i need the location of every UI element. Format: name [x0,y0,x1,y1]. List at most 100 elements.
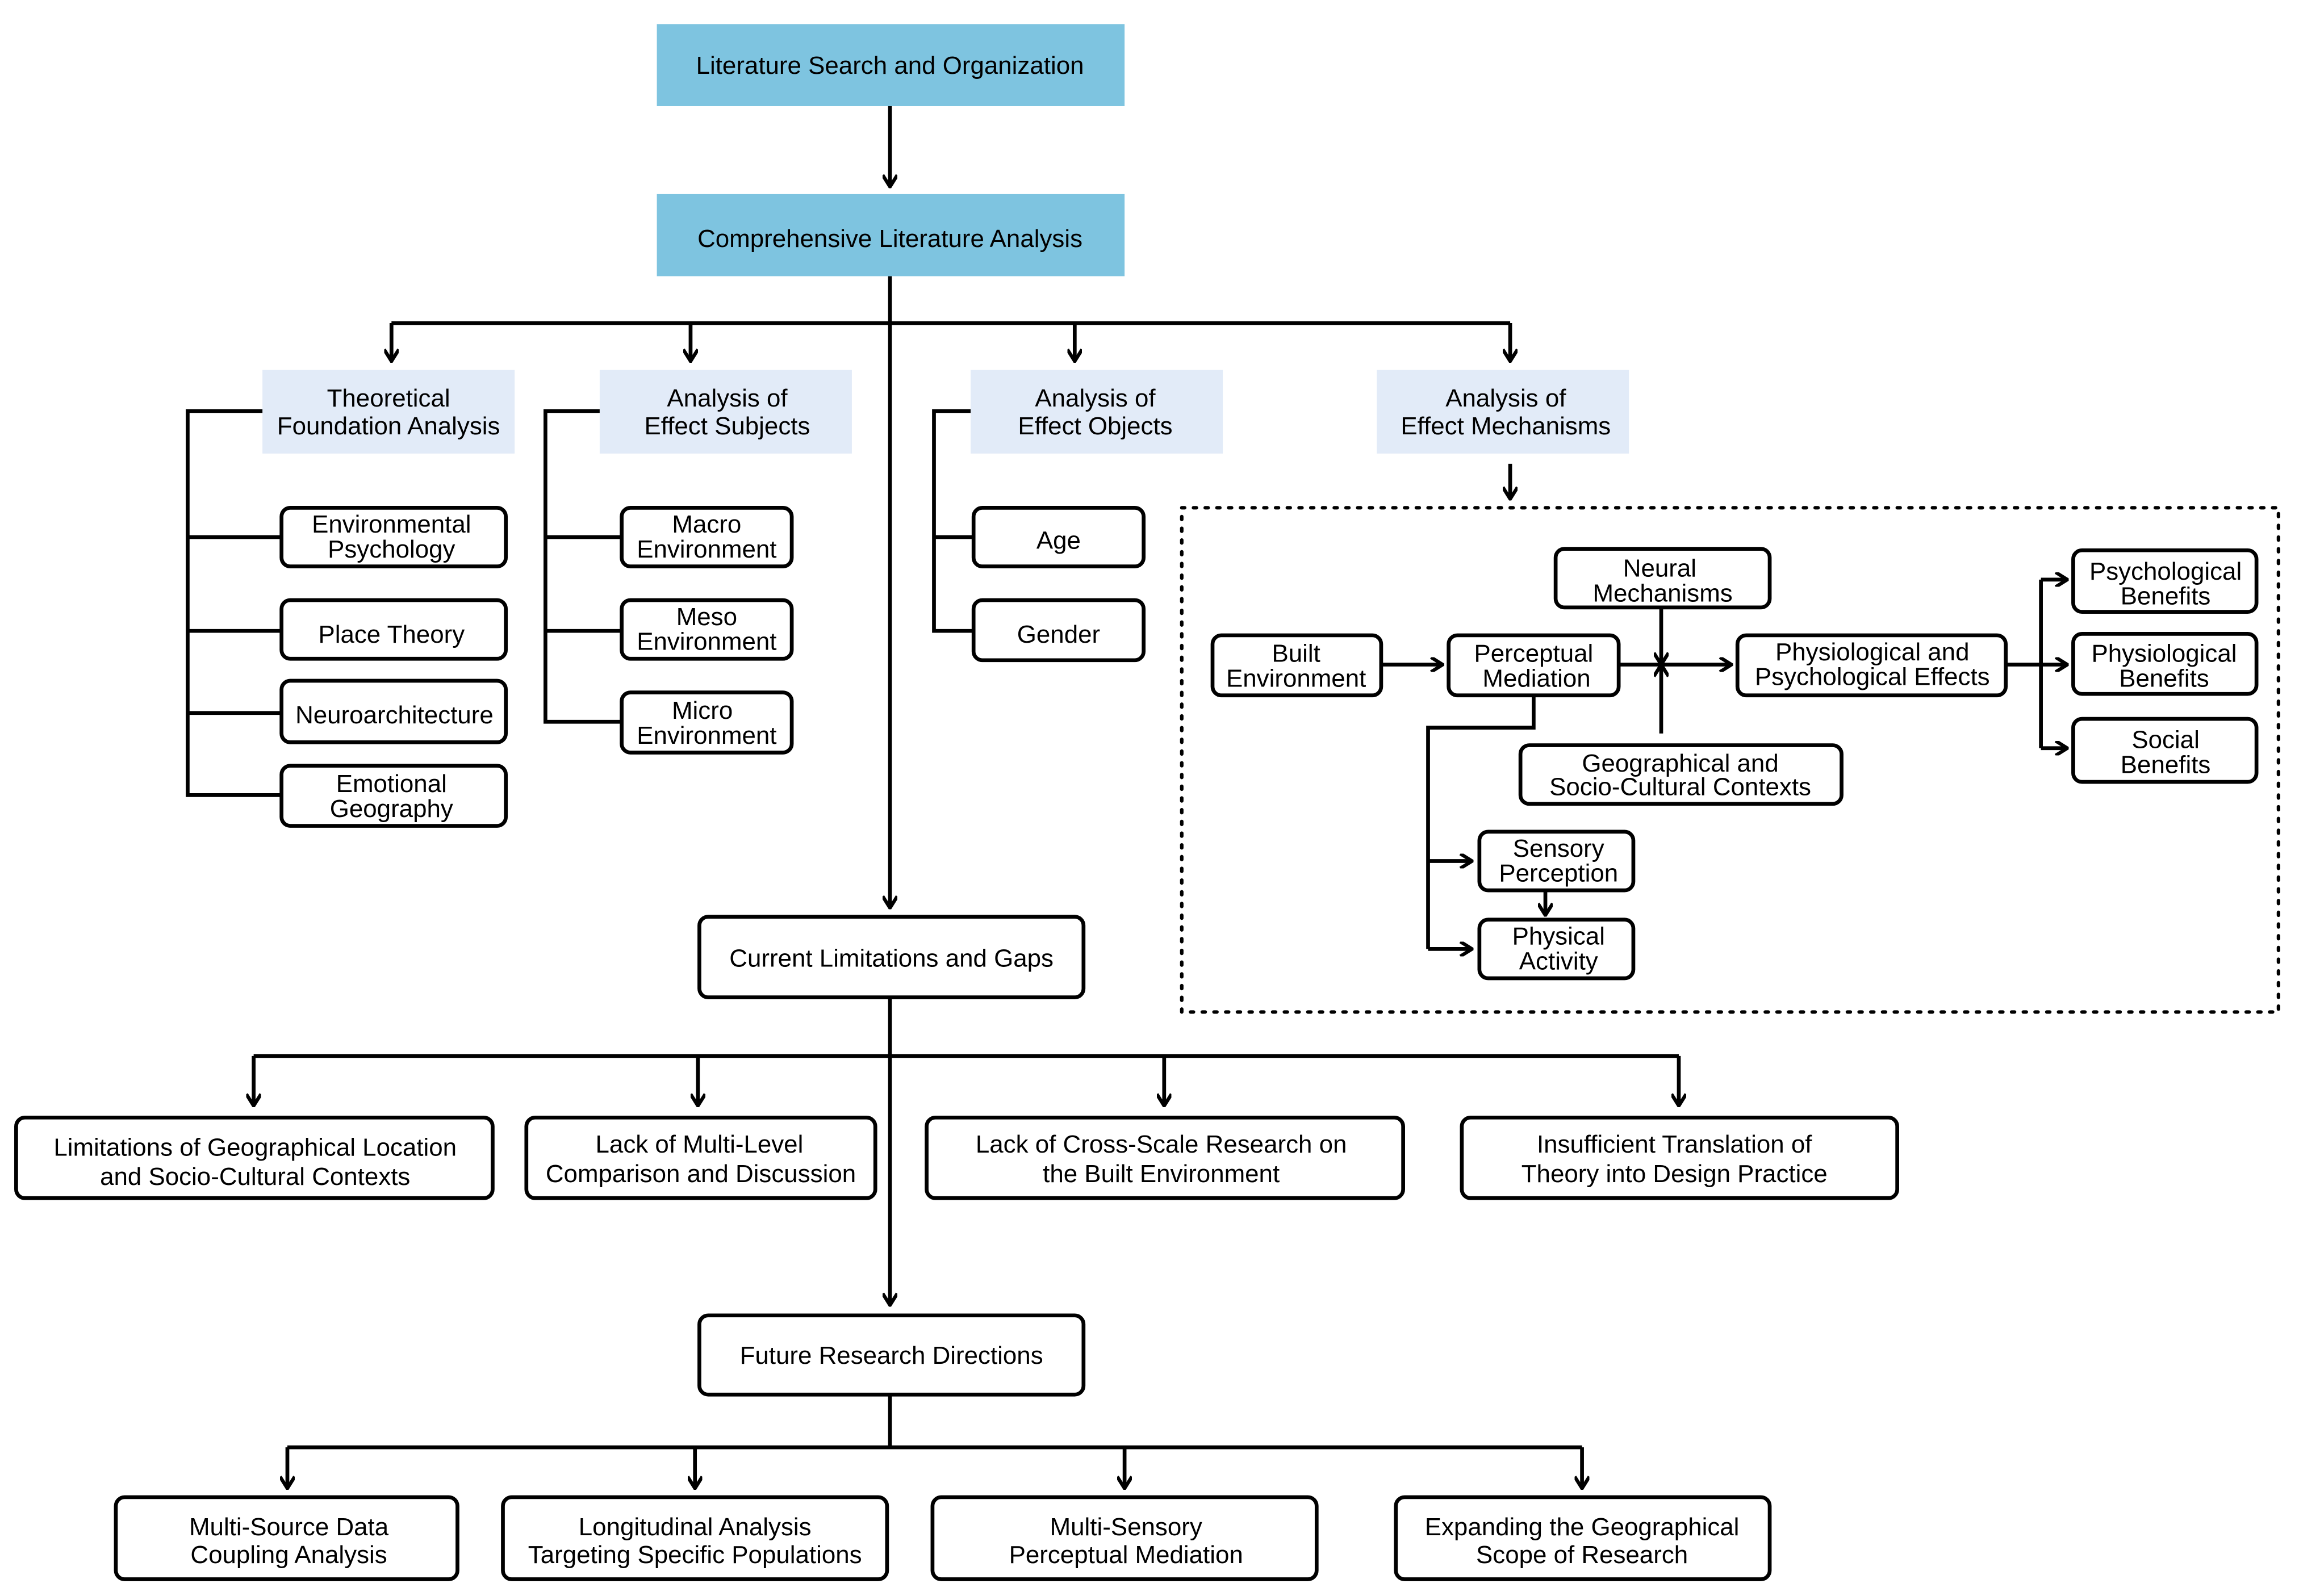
current-limitations-box: Current Limitations and Gaps [697,915,1086,999]
label-text: Theoretical [327,384,450,412]
svg-text:Foundation Analysis: Foundation Analysis [277,412,500,440]
label-text: Benefits [2121,751,2211,779]
label-text: Meso [676,603,737,631]
subject-item-macro: Macro Environment [620,505,794,568]
label-text: and Socio-Cultural Contexts [100,1163,410,1191]
future-longitudinal: Longitudinal Analysis Targeting Specific… [501,1495,889,1581]
label-text: Perception [1499,860,1618,887]
label-text: Environment [637,628,776,656]
physical-activity-box: Physical Activity [1477,918,1636,981]
geographical-sociocultural-context-box: Geographical and Socio-Cultural Contexts [1518,743,1844,806]
label-text: Targeting Specific Populations [528,1541,862,1569]
label-text: Analysis of [667,384,788,412]
label-text: Environment [637,535,776,563]
future-geographical-scope: Expanding the Geographical Scope of Rese… [1394,1495,1772,1581]
theory-item-emotional-geography: Emotional Geography [279,764,508,828]
label-text: Literature Search and Organization [696,52,1084,79]
label-text: Analysis of [1445,384,1566,412]
subject-item-meso: Meso Environment [620,598,794,661]
label-text: Multi-Source Data [189,1513,389,1541]
label-text: Physiological and [1775,638,1969,666]
built-environment-box: Built Environment [1210,633,1383,698]
label-text: Comprehensive Literature Analysis [697,225,1082,253]
sensory-perception-box: Sensory Perception [1477,830,1636,893]
label-text: Coupling Analysis [190,1541,387,1569]
label-text: Effect Mechanisms [1401,412,1611,440]
label-text: Physiological [2091,639,2237,667]
label-text: Physical [1512,923,1605,950]
label-text: Geographical and [1582,749,1778,777]
label-text: Macro [672,510,741,538]
label-text: Neural [1623,555,1696,583]
label-text: the Built Environment [1043,1160,1280,1188]
future-directions-box: Future Research Directions [697,1313,1086,1397]
label-text: Effect Subjects [645,412,810,440]
label-text: Insufficient Translation of [1537,1130,1812,1158]
label-text: Micro [672,697,733,724]
label-text: Theory into Design Practice [1521,1160,1828,1188]
label-text: Emotional [336,770,447,798]
label-text: Perceptual Mediation [1009,1541,1243,1569]
connector-line [1426,695,1536,949]
theory-item-place-theory: Place Theory [279,598,508,661]
connector-line [544,409,622,724]
neural-mechanisms-box: Neural Mechanisms [1553,547,1772,610]
theory-item-environmental-psychology: Environmental Psychology [279,505,508,568]
future-multi-source: Multi-Source Data Coupling Analysis [114,1495,459,1581]
label-text: Mediation [1482,664,1590,692]
label-text: Benefits [2119,664,2209,692]
label-text: Place Theory [318,621,465,648]
mechanisms-dotted-frame [1180,506,2280,1014]
svg-text:Theoretical: Theoretical [327,384,450,412]
label-text: Mechanisms [1592,580,1732,608]
label-text: Socio-Cultural Contexts [1549,773,1811,801]
label-text: Future Research Directions [740,1342,1043,1369]
label-text: Neuroarchitecture [295,701,494,729]
social-benefits-box: Social Benefits [2071,717,2259,784]
label-text: Sensory [1513,835,1604,862]
subject-item-micro: Micro Environment [620,690,794,755]
label-text: Lack of Cross-Scale Research on [976,1130,1347,1158]
literature-search-box: Literature Search and Organization [657,24,1125,106]
label-text: Gender [1017,621,1100,648]
label-text: Comparison and Discussion [546,1160,856,1188]
label-text: Foundation Analysis [277,412,500,440]
future-multi-sensory: Multi-Sensory Perceptual Mediation [930,1495,1319,1581]
label-text: Geography [330,795,453,823]
label-text: Longitudinal Analysis [579,1513,812,1541]
limitation-translation: Insufficient Translation of Theory into … [1460,1115,1899,1200]
psychological-benefits-box: Psychological Benefits [2071,548,2259,614]
label-text: Effect Objects [1018,412,1172,440]
label-text: Environment [637,722,776,749]
connector-line [186,409,282,797]
object-item-age: Age [971,505,1146,568]
physiological-benefits-box: Physiological Benefits [2071,632,2259,696]
limitation-multi-level: Lack of Multi-Level Comparison and Discu… [524,1115,877,1200]
label-text: Perceptual [1474,639,1594,667]
label-text: Limitations of Geographical Location [53,1133,457,1161]
label-text: Analysis of [1035,384,1156,412]
label-text: Activity [1519,948,1598,975]
label-text: Lack of Multi-Level [596,1130,804,1158]
label-text: Scope of Research [1476,1541,1688,1569]
label-text: Social [2131,726,2200,754]
label-text: Environmental [312,510,471,538]
label-text: Expanding the Geographical [1425,1513,1740,1541]
label-text: Psychology [328,535,455,563]
label-text: Psychological Effects [1755,663,1990,691]
limitation-geographical: Limitations of Geographical Location and… [14,1115,495,1200]
label-text: Environment [1226,664,1366,692]
effect-subjects-box: Analysis of Effect Subjects [599,370,852,454]
effect-objects-box: Analysis of Effect Objects [971,370,1223,454]
label-text: Age [1036,527,1081,555]
label-text: Built [1272,639,1320,667]
label-text: Multi-Sensory [1050,1513,1202,1541]
physiological-psychological-effects-box: Physiological and Psychological Effects [1735,633,2008,698]
theoretical-foundation-box: Theoretical Foundation Analysis [262,370,515,454]
label-text: Psychological [2089,558,2242,585]
label-text: Current Limitations and Gaps [729,944,1054,972]
label-text: Benefits [2121,583,2211,610]
object-item-gender: Gender [971,598,1146,663]
effect-mechanisms-box: Analysis of Effect Mechanisms [1377,370,1629,454]
